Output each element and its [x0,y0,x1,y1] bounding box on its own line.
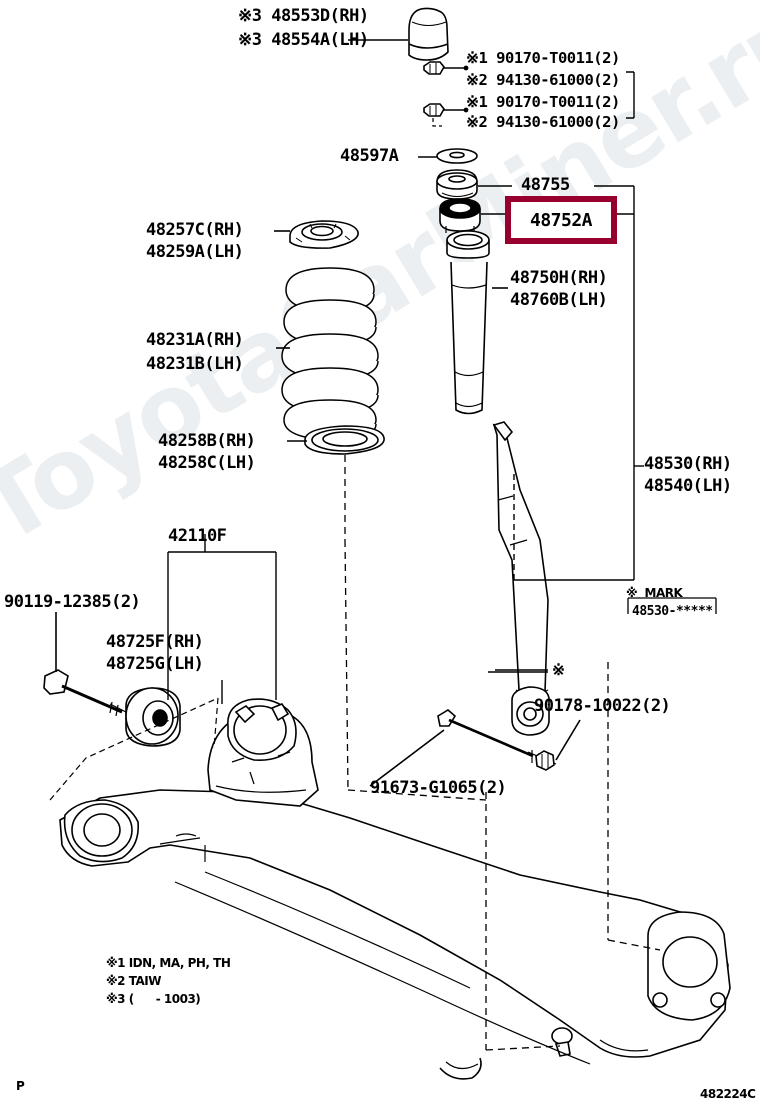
label-dust-cover-rh: ※3 48553D(RH) [238,6,369,26]
label-bumper-lh: 48760B(LH) [510,290,608,310]
label-bush-lh: 48725G(LH) [106,654,204,674]
label-washer: 48597A [340,146,399,166]
label-seat-upper-lh: 48259A(LH) [146,242,244,262]
footnote-2: ※2 TAIW [106,974,161,988]
label-nut-lower: 90178-10022(2) [534,696,671,716]
label-spring-lh: 48231B(LH) [146,354,244,374]
label-bolt-arm: 90119-12385(2) [4,592,141,612]
label-axle-beam: 42110F [168,526,227,546]
label-seat-lower-lh: 48258C(LH) [158,453,256,473]
label-bearing: 48755 [521,175,570,195]
sheet-code: 482224C [700,1087,756,1101]
label-bumper-rh: 48750H(RH) [510,268,608,288]
label-bush-rh: 48725F(RH) [106,632,204,652]
label-absorber-rh: 48530(RH) [644,454,732,474]
label-nut-a1: ※1 90170-T0011(2) [466,49,620,67]
label-mark-header: ※ MARK [626,586,683,600]
label-asterisk-mark: ※ [552,661,565,679]
footnote-1: ※1 IDN, MA, PH, TH [106,956,231,970]
label-nut-b1: ※1 90170-T0011(2) [466,93,620,111]
label-seat-lower-rh: 48258B(RH) [158,431,256,451]
page-mark: P [16,1079,25,1093]
footnote-3: ※3 ( - 1003) [106,992,201,1006]
label-nut-a2: ※2 94130-61000(2) [466,71,620,89]
highlighted-part-box[interactable]: 48752A [505,196,617,244]
label-seat-upper-rh: 48257C(RH) [146,220,244,240]
label-mark-value: 48530-***** [632,604,713,619]
label-bolt-lower: 91673-G1065(2) [370,778,507,798]
label-nut-b2: ※2 94130-61000(2) [466,113,620,131]
label-absorber-lh: 48540(LH) [644,476,732,496]
highlighted-part-label: 48752A [529,209,593,231]
label-spring-rh: 48231A(RH) [146,330,244,350]
label-dust-cover-lh: ※3 48554A(LH) [238,30,369,50]
